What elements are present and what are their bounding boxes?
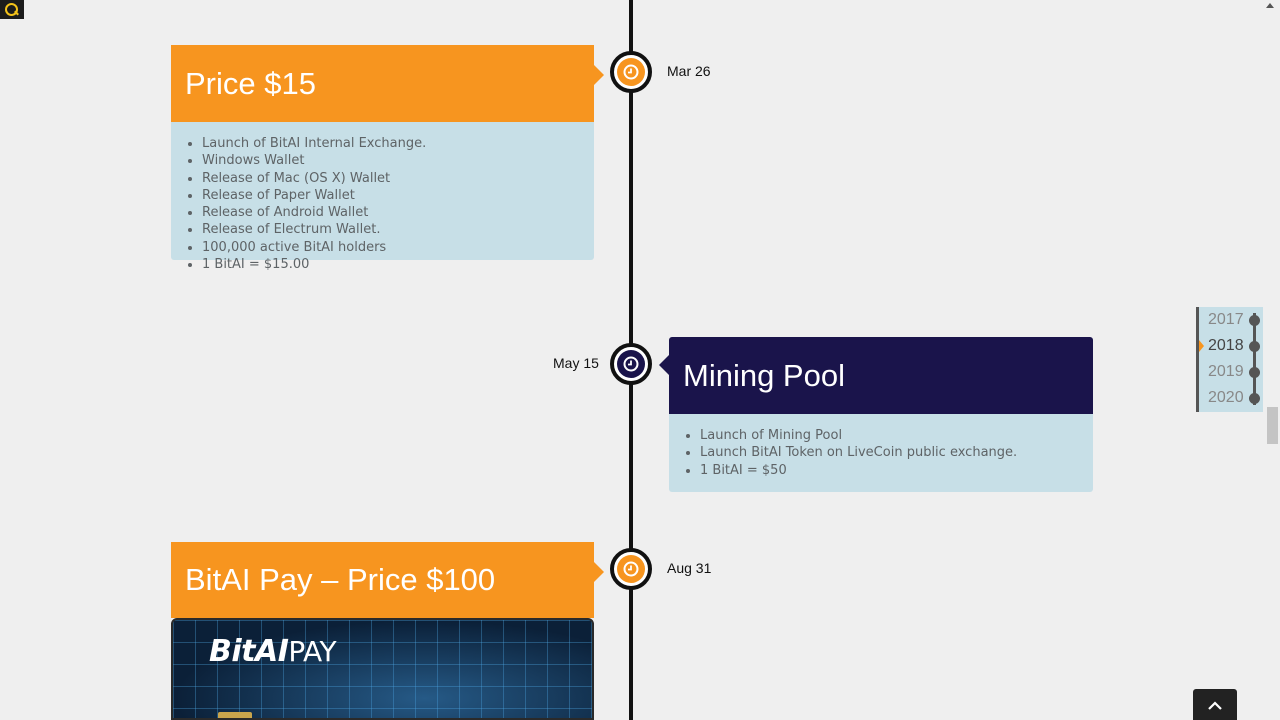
list-item: Launch of Mining Pool <box>700 427 1093 444</box>
corner-search-icon[interactable] <box>0 0 24 19</box>
year-item-2019[interactable]: 2019 <box>1199 359 1263 385</box>
year-item-2018[interactable]: 2018 <box>1199 333 1263 359</box>
list-item: 100,000 active BitAI holders <box>202 239 594 256</box>
timeline-event-card: Mining Pool Launch of Mining Pool Launch… <box>659 337 1093 492</box>
list-item: Release of Paper Wallet <box>202 187 594 204</box>
event-body: Launch of Mining Pool Launch BitAI Token… <box>669 414 1093 492</box>
scroll-to-top-button[interactable] <box>1193 689 1237 720</box>
list-item: Release of Mac (OS X) Wallet <box>202 170 594 187</box>
bitai-pay-card-image: BitAIPAY <box>171 618 594 720</box>
timeline-node <box>610 343 652 385</box>
list-item: Launch BitAI Token on LiveCoin public ex… <box>700 444 1093 461</box>
event-date: Aug 31 <box>667 560 712 576</box>
event-title: Price $15 <box>185 65 316 101</box>
event-title: Mining Pool <box>683 357 845 393</box>
event-body: Launch of BitAI Internal Exchange. Windo… <box>171 122 594 272</box>
timeline-event-card: Price $15 Launch of BitAI Internal Excha… <box>171 45 604 272</box>
chevron-up-icon <box>1208 701 1222 710</box>
list-item: Release of Android Wallet <box>202 204 594 221</box>
scrollbar-thumb[interactable] <box>1267 407 1278 444</box>
event-title: BitAI Pay – Price $100 <box>185 562 496 597</box>
list-item: 1 BitAI = $50 <box>700 462 1093 479</box>
list-item: Release of Electrum Wallet. <box>202 221 594 238</box>
year-item-2017[interactable]: 2017 <box>1199 307 1263 333</box>
event-title-bar: Price $15 <box>171 45 604 122</box>
timeline-event-card: BitAI Pay – Price $100 BitAIPAY <box>171 542 604 720</box>
event-title-bar: Mining Pool <box>659 337 1093 414</box>
event-date: Mar 26 <box>667 63 711 79</box>
card-chip <box>218 712 252 718</box>
timeline-node <box>610 548 652 590</box>
list-item: 1 BitAI = $15.00 <box>202 256 594 273</box>
list-item: Windows Wallet <box>202 152 594 169</box>
year-item-2020[interactable]: 2020 <box>1199 385 1263 411</box>
clock-icon <box>623 64 639 80</box>
list-item: Launch of BitAI Internal Exchange. <box>202 135 594 152</box>
year-navigation: 2017 2018 2019 2020 <box>1196 307 1263 412</box>
timeline-node <box>610 51 652 93</box>
event-title-bar: BitAI Pay – Price $100 <box>171 542 604 618</box>
event-date: May 15 <box>553 355 599 371</box>
scrollbar-up-arrow[interactable] <box>1266 3 1274 8</box>
clock-icon <box>623 356 639 372</box>
clock-icon <box>623 561 639 577</box>
bitai-pay-logo: BitAIPAY <box>209 634 337 669</box>
